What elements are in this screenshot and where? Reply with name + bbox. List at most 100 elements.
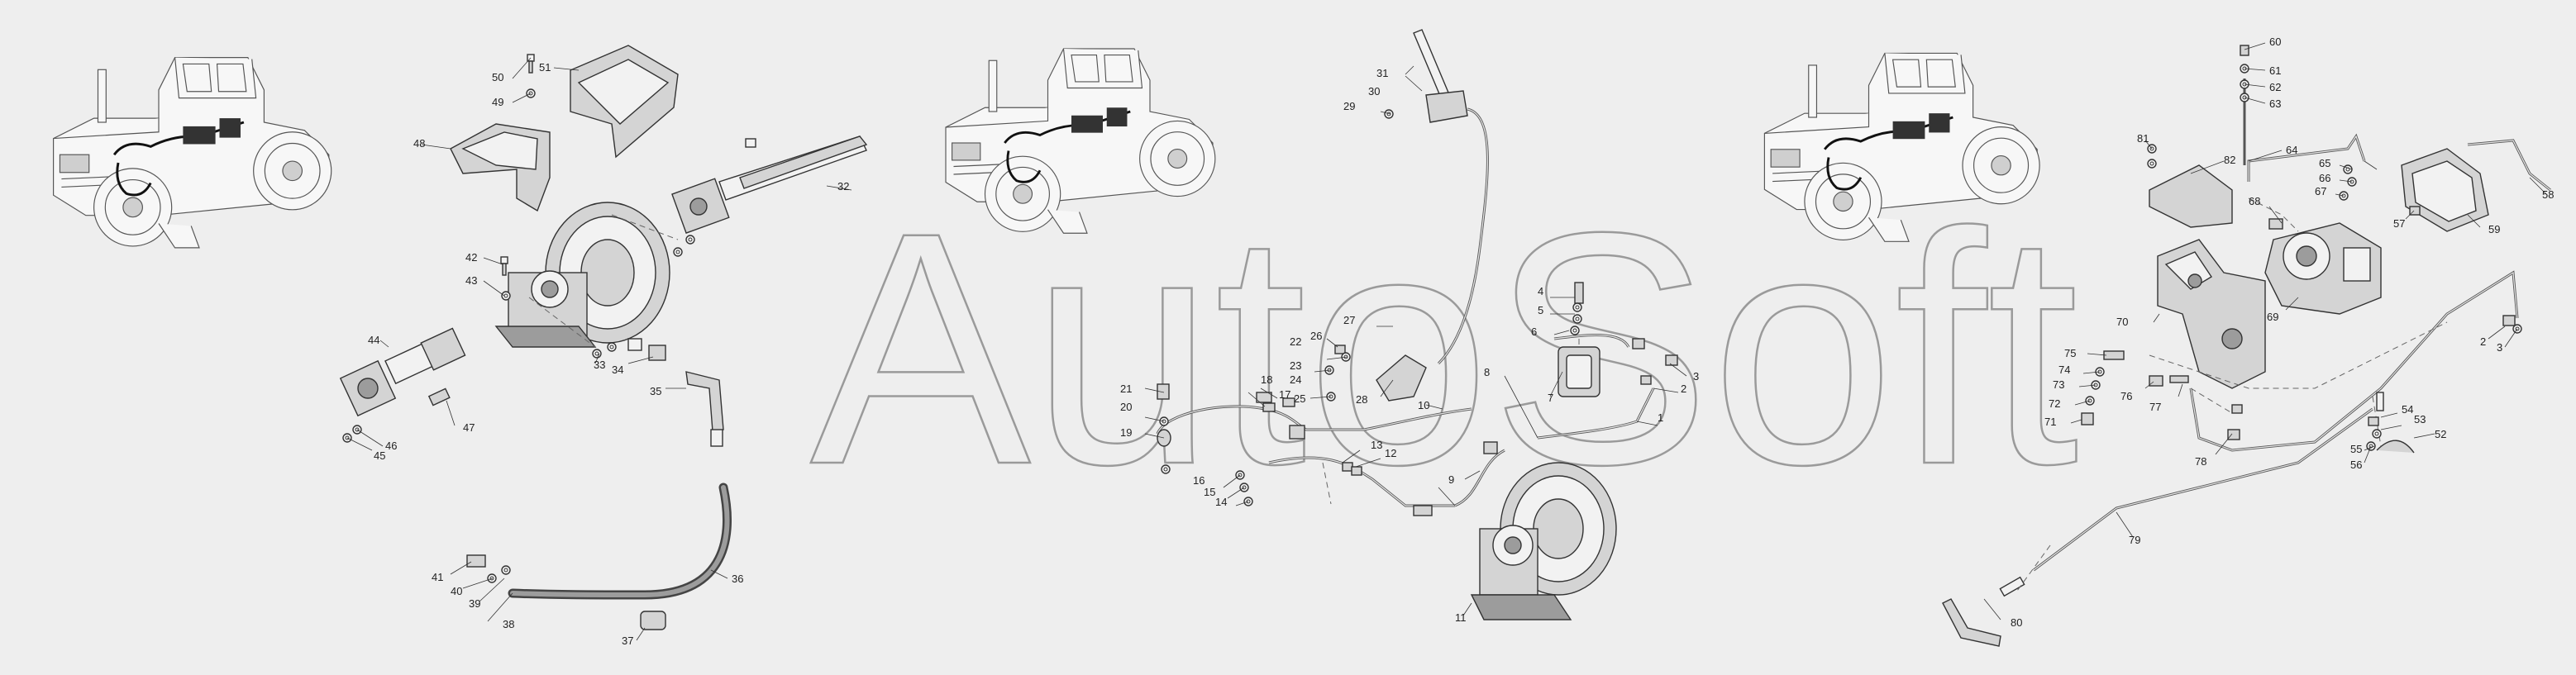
callout-47: 47 — [463, 421, 475, 434]
callout-82: 82 — [2224, 154, 2235, 166]
callout-26: 26 — [1310, 330, 1322, 342]
callout-8: 8 — [1484, 366, 1490, 378]
plate-82 — [2149, 164, 2233, 228]
callout-9: 9 — [1448, 473, 1454, 486]
callout-76: 76 — [2120, 390, 2132, 402]
callout-2-right: 2 — [2480, 335, 2486, 348]
callout-32: 32 — [837, 180, 849, 193]
callout-80: 80 — [2011, 616, 2022, 629]
clamp-37 — [640, 611, 666, 630]
callout-58: 58 — [2542, 188, 2554, 201]
callout-38: 38 — [503, 618, 514, 630]
callout-64: 64 — [2286, 144, 2297, 156]
callout-2: 2 — [1681, 383, 1686, 395]
drive-shaft-32 — [671, 135, 868, 234]
callout-14: 14 — [1215, 496, 1227, 508]
callout-43: 43 — [465, 274, 477, 287]
callout-3-right: 3 — [2497, 341, 2502, 354]
callout-10: 10 — [1418, 399, 1429, 411]
callout-36: 36 — [732, 573, 743, 585]
callout-13: 13 — [1371, 439, 1382, 451]
bracket-28 — [1376, 354, 1427, 402]
callout-62: 62 — [2269, 81, 2281, 93]
callout-16: 16 — [1193, 474, 1205, 487]
callout-52: 52 — [2435, 428, 2446, 440]
gearbox-69 — [2264, 222, 2382, 315]
right-panel: 2 3 52 53 54 55 56 57 58 59 60 61 62 63 … — [1763, 36, 2554, 647]
callout-22: 22 — [1290, 335, 1301, 348]
callout-56: 56 — [2350, 459, 2362, 471]
callout-63: 63 — [2269, 97, 2281, 110]
callout-27: 27 — [1343, 314, 1355, 326]
callout-59: 59 — [2488, 223, 2500, 235]
callout-29: 29 — [1343, 100, 1355, 112]
callout-12: 12 — [1385, 447, 1396, 459]
callout-30: 30 — [1368, 85, 1380, 97]
callout-81: 81 — [2137, 132, 2149, 145]
callout-35: 35 — [650, 385, 661, 397]
callout-61: 61 — [2269, 64, 2281, 77]
callout-60: 60 — [2269, 36, 2281, 48]
hose-36 — [508, 482, 732, 600]
callout-44: 44 — [368, 334, 379, 346]
callout-69: 69 — [2267, 311, 2278, 323]
callout-41: 41 — [432, 571, 443, 583]
callout-70: 70 — [2116, 316, 2128, 328]
tractor-illustration — [52, 56, 333, 250]
callout-33: 33 — [594, 359, 605, 371]
callout-45: 45 — [374, 449, 385, 462]
callout-15: 15 — [1204, 486, 1215, 498]
callout-3: 3 — [1693, 370, 1699, 383]
universal-joint-44 — [339, 327, 466, 417]
callout-79: 79 — [2129, 534, 2140, 546]
callout-20: 20 — [1120, 401, 1132, 413]
callout-78: 78 — [2195, 455, 2206, 468]
callout-6: 6 — [1531, 326, 1537, 338]
receiver-7 — [1558, 346, 1600, 397]
control-lever-31 — [1413, 29, 1449, 97]
left-panel: 32 33 34 35 36 37 38 39 40 41 42 43 44 4… — [52, 45, 868, 647]
callout-67: 67 — [2315, 185, 2326, 197]
callout-39: 39 — [469, 597, 480, 610]
callout-46: 46 — [385, 440, 397, 452]
callout-51: 51 — [539, 61, 551, 74]
bracket-70 — [2157, 239, 2266, 389]
callout-21: 21 — [1120, 383, 1132, 395]
callout-1: 1 — [1658, 411, 1663, 424]
callout-48: 48 — [413, 137, 425, 150]
callout-72: 72 — [2049, 397, 2060, 410]
callout-49: 49 — [492, 96, 503, 108]
callout-50: 50 — [492, 71, 503, 83]
callout-37: 37 — [622, 635, 633, 647]
callout-65: 65 — [2319, 157, 2330, 169]
callout-4: 4 — [1538, 285, 1543, 297]
callout-57: 57 — [2393, 217, 2405, 230]
callout-55: 55 — [2350, 443, 2362, 455]
callout-25: 25 — [1294, 392, 1305, 405]
callout-68: 68 — [2249, 195, 2260, 207]
callout-19: 19 — [1120, 426, 1132, 439]
callout-18: 18 — [1261, 373, 1272, 386]
callout-42: 42 — [465, 251, 477, 264]
callout-28: 28 — [1356, 393, 1367, 406]
callout-11: 11 — [1455, 611, 1467, 624]
callout-71: 71 — [2044, 416, 2056, 428]
callout-31: 31 — [1376, 67, 1388, 79]
brake-booster-11 — [1470, 462, 1617, 620]
middle-panel: 1 2 3 4 5 6 7 8 9 10 11 12 13 14 15 16 1… — [944, 29, 1699, 624]
callout-5: 5 — [1538, 304, 1543, 316]
callout-66: 66 — [2319, 172, 2330, 184]
callout-73: 73 — [2053, 378, 2064, 391]
callout-74: 74 — [2058, 364, 2070, 376]
callout-7: 7 — [1548, 392, 1553, 404]
callout-75: 75 — [2064, 347, 2076, 359]
callout-77: 77 — [2149, 401, 2161, 413]
callout-23: 23 — [1290, 359, 1301, 372]
callout-24: 24 — [1290, 373, 1301, 386]
callout-54: 54 — [2402, 403, 2413, 416]
callout-34: 34 — [612, 364, 623, 376]
callout-53: 53 — [2414, 413, 2426, 425]
callout-40: 40 — [451, 585, 462, 597]
